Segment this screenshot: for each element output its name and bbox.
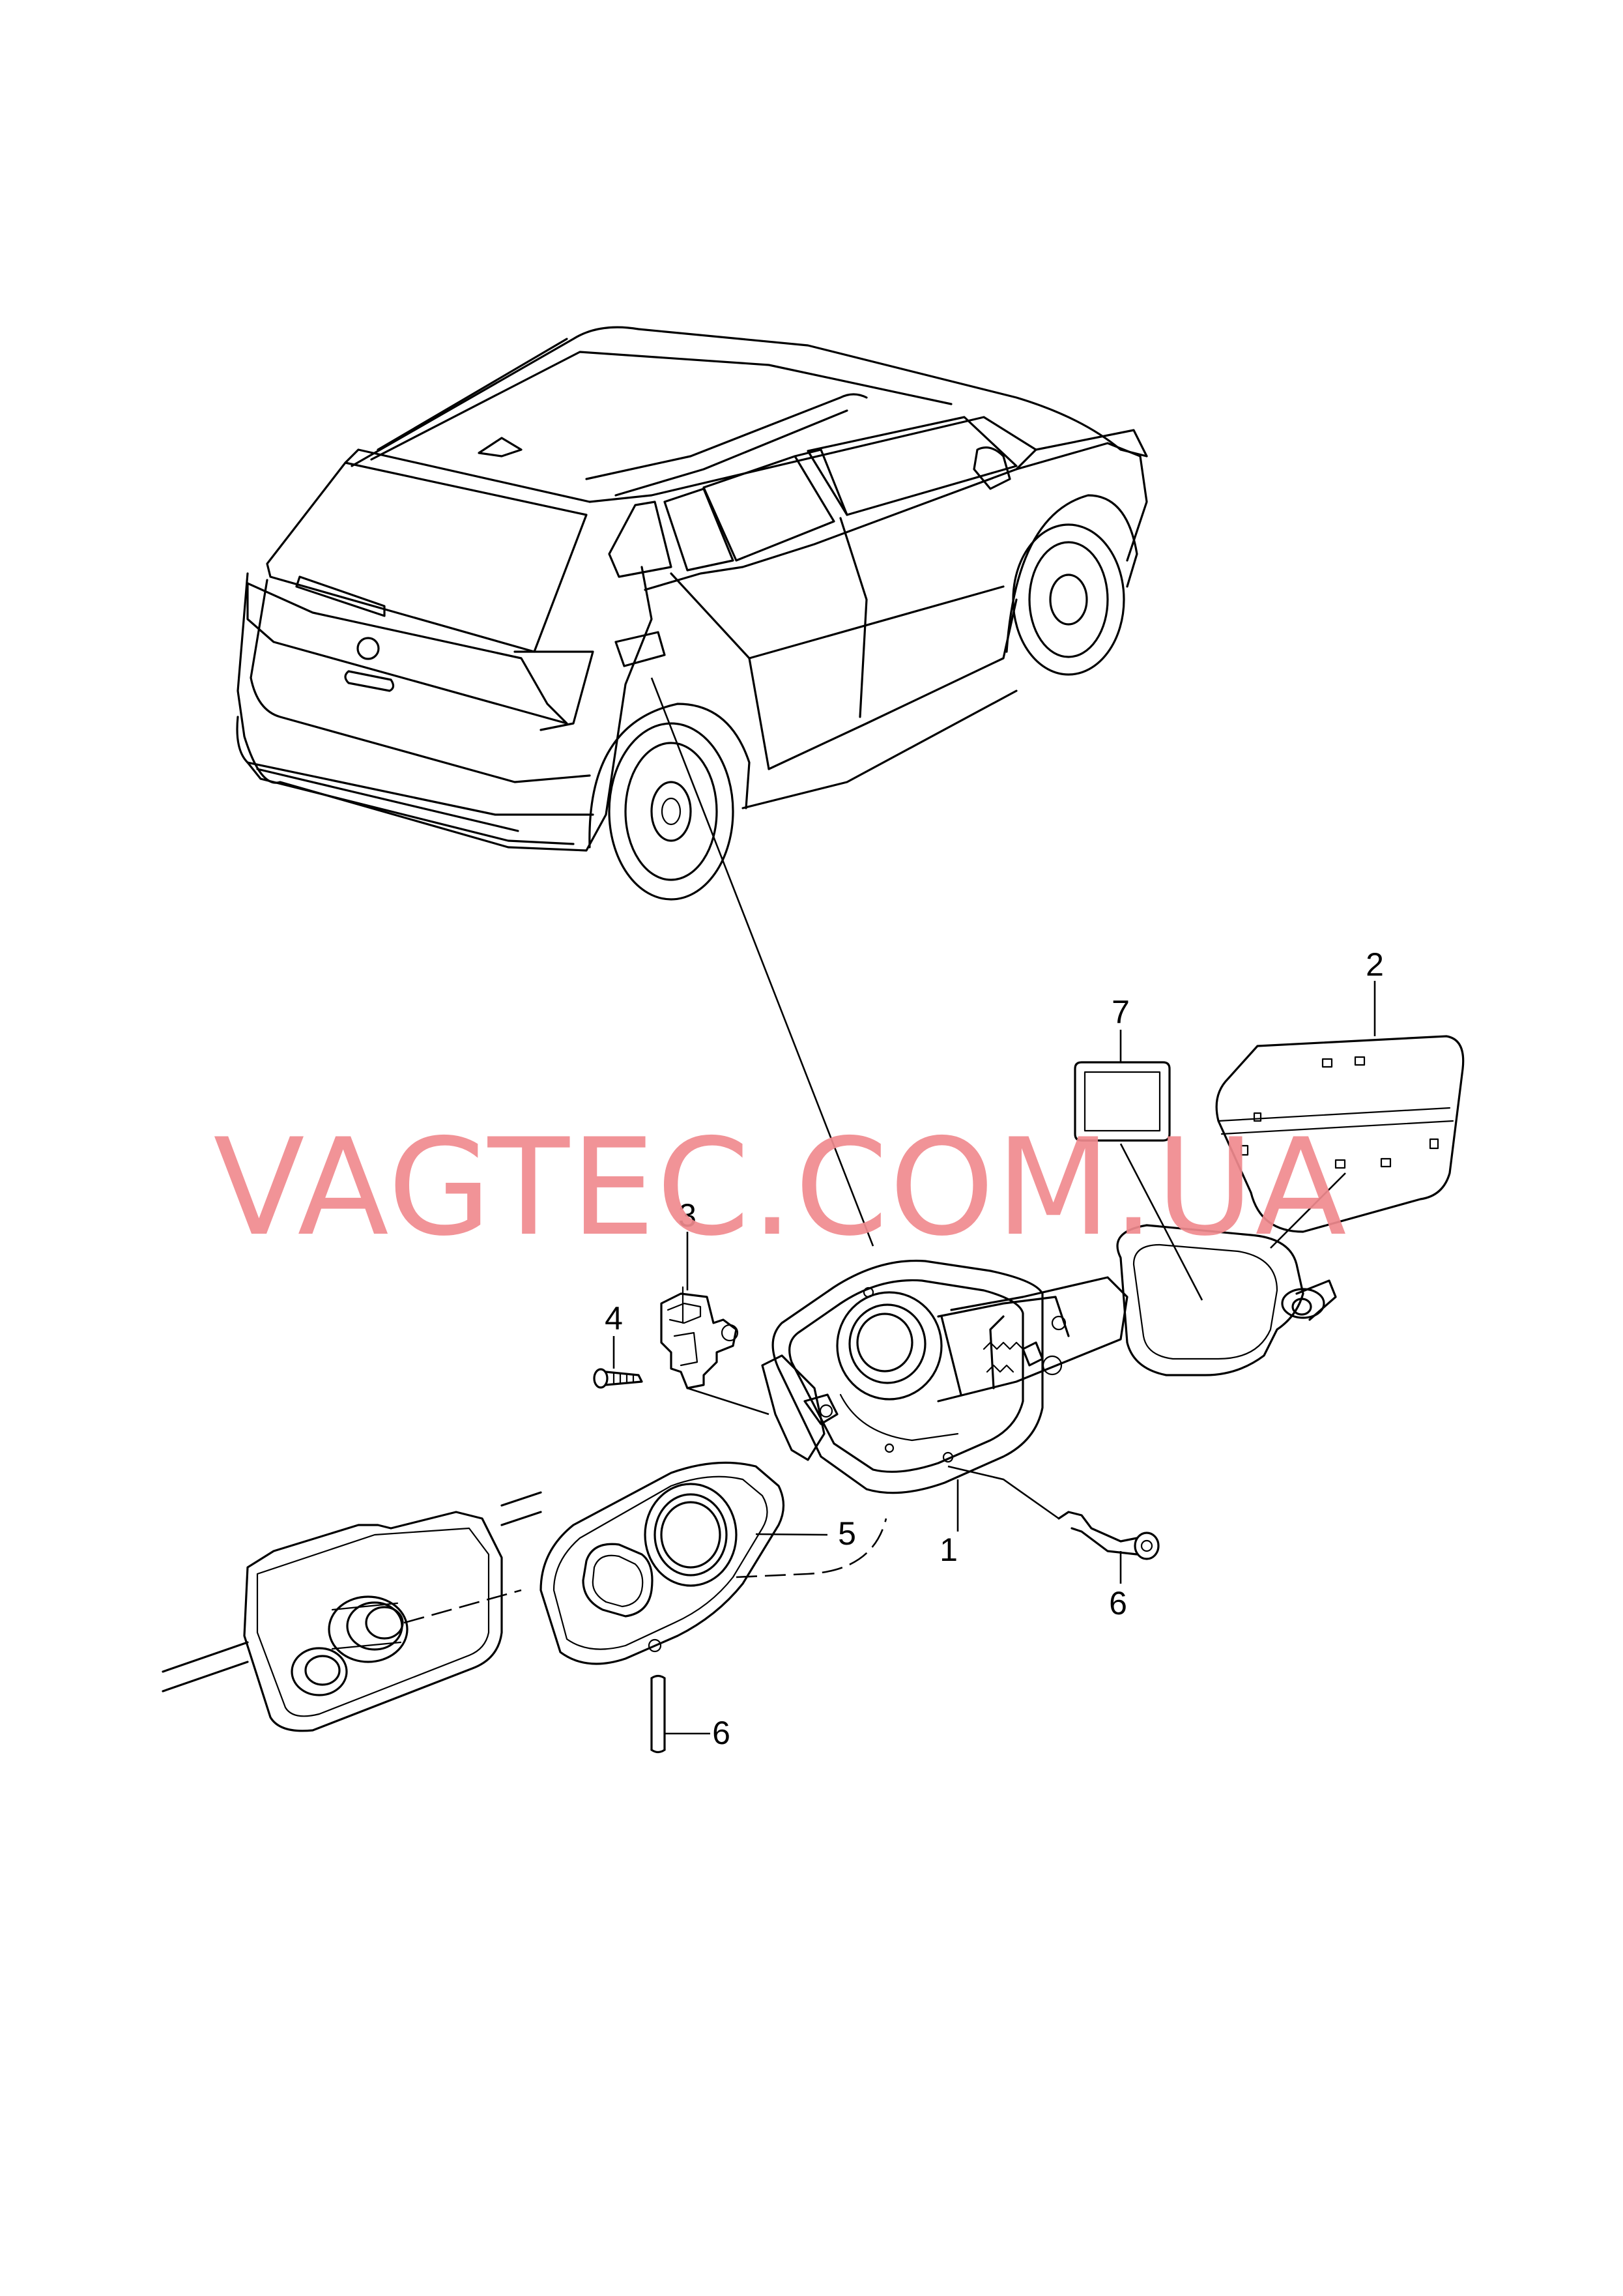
part-2-fuel-flap-cover	[1215, 1035, 1465, 1233]
callout-4: 4	[605, 1300, 623, 1337]
callout-1: 1	[940, 1532, 958, 1568]
callout-7: 7	[1112, 994, 1130, 1030]
callout-6-right: 6	[1109, 1585, 1127, 1621]
part-6-drain-hose-lower	[650, 1674, 666, 1754]
part-6-drain-hose-right	[1057, 1511, 1160, 1560]
body-panel-filler-neck	[162, 1491, 542, 1732]
callout-3: 3	[678, 1197, 697, 1234]
vehicle-illustration	[236, 326, 1148, 901]
car-to-assembly-leader	[650, 677, 874, 1247]
assembly-leader-lines	[403, 981, 1376, 1735]
part-7-label-sticker	[1074, 1061, 1171, 1142]
callout-2: 2	[1366, 946, 1384, 983]
part-1-fuel-filler-housing	[761, 1259, 1044, 1494]
part-5-seal	[539, 1461, 785, 1665]
callout-6-lower: 6	[712, 1715, 730, 1751]
callout-5: 5	[838, 1515, 856, 1552]
part-4-screw	[593, 1368, 643, 1389]
callout-labels: 1 2 3 4 5 6 6 7	[605, 946, 1384, 1751]
watermark-text: VAGTEC.COM.UA	[213, 1111, 1347, 1266]
part-3-actuator	[660, 1286, 739, 1389]
